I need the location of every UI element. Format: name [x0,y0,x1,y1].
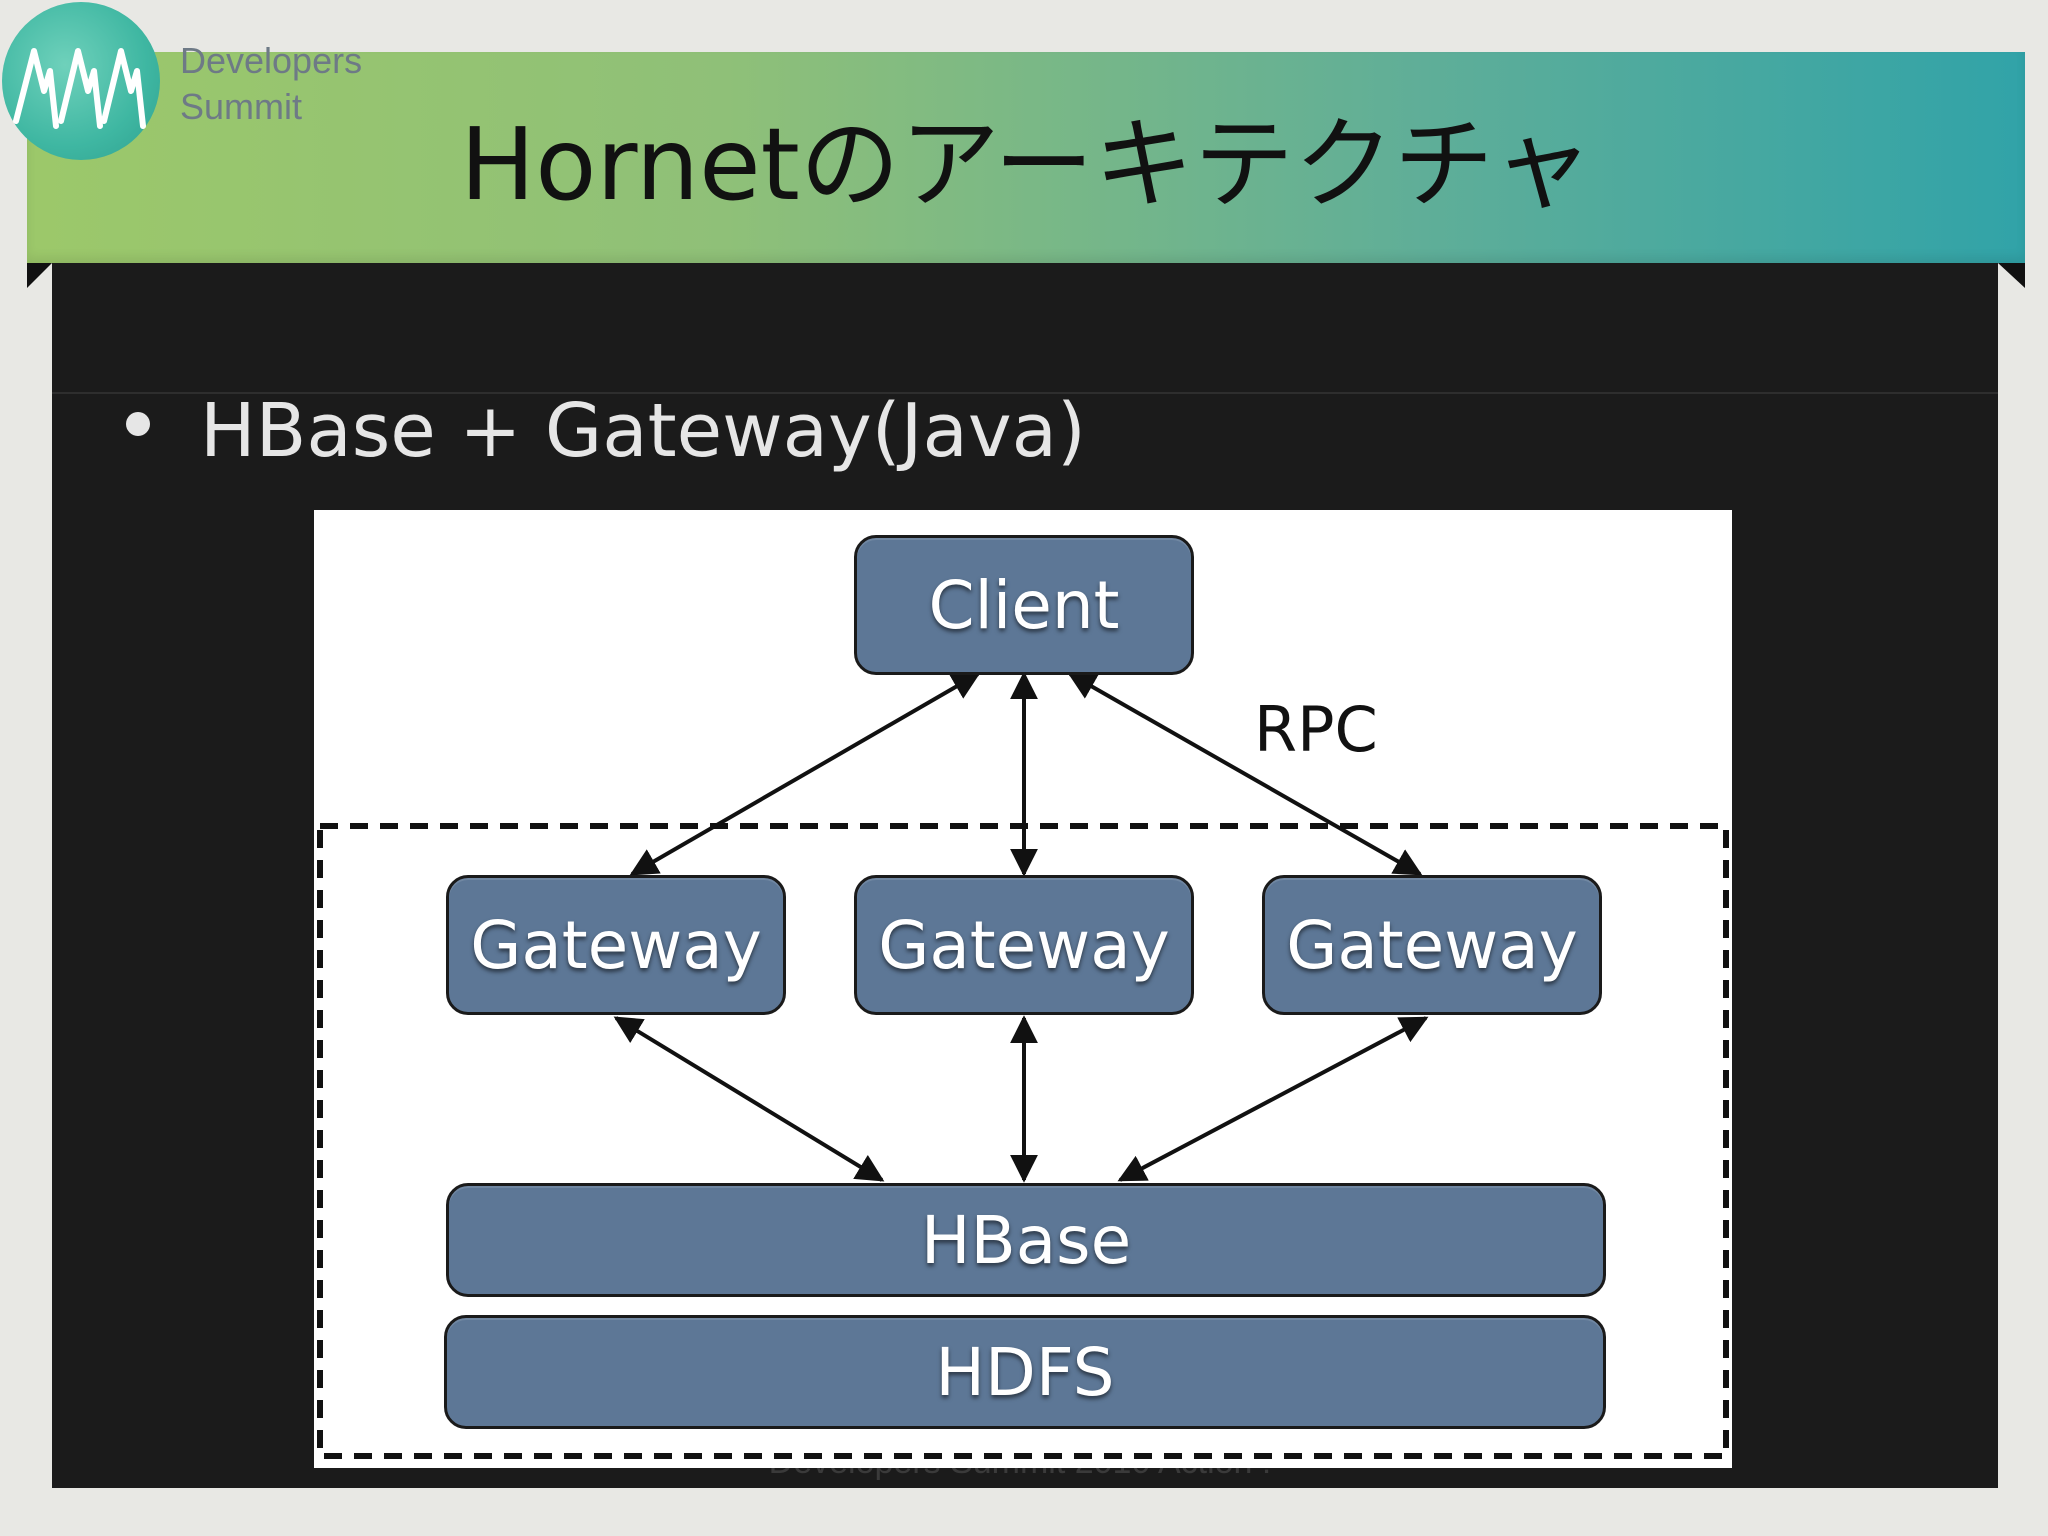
hbase-link-right [1117,1016,1429,1182]
header-band [27,52,2025,263]
logo-text: Developers Summit [180,38,400,130]
rpc-link-left [629,672,981,876]
board-wing-right [1998,263,2025,288]
board-divider [52,392,1998,394]
logo-icon [13,48,146,129]
gateway-node-2: Gateway [854,875,1194,1015]
hbase-node: HBase [446,1183,1606,1297]
hbase-link-left [613,1016,885,1182]
logo-line-2: Summit [180,86,303,127]
bullet-dot [126,412,150,436]
architecture-diagram: Client RPC Gateway Gateway Gateway HBase… [314,510,1732,1468]
board-wing-left [27,263,52,288]
gateway-node-1: Gateway [446,875,786,1015]
rpc-label: RPC [1254,693,1378,766]
bullet-text: HBase + Gateway(Java) [200,388,1086,474]
slide-title: Hornetのアーキテクチャ [460,106,1593,223]
diagram-connectors [317,671,1729,1459]
developers-summit-logo [2,2,160,160]
gateway-node-3: Gateway [1262,875,1602,1015]
hdfs-node: HDFS [444,1315,1606,1429]
client-node: Client [854,535,1194,675]
logo-line-1: Developers [180,40,363,81]
rpc-link-right [1067,672,1423,876]
